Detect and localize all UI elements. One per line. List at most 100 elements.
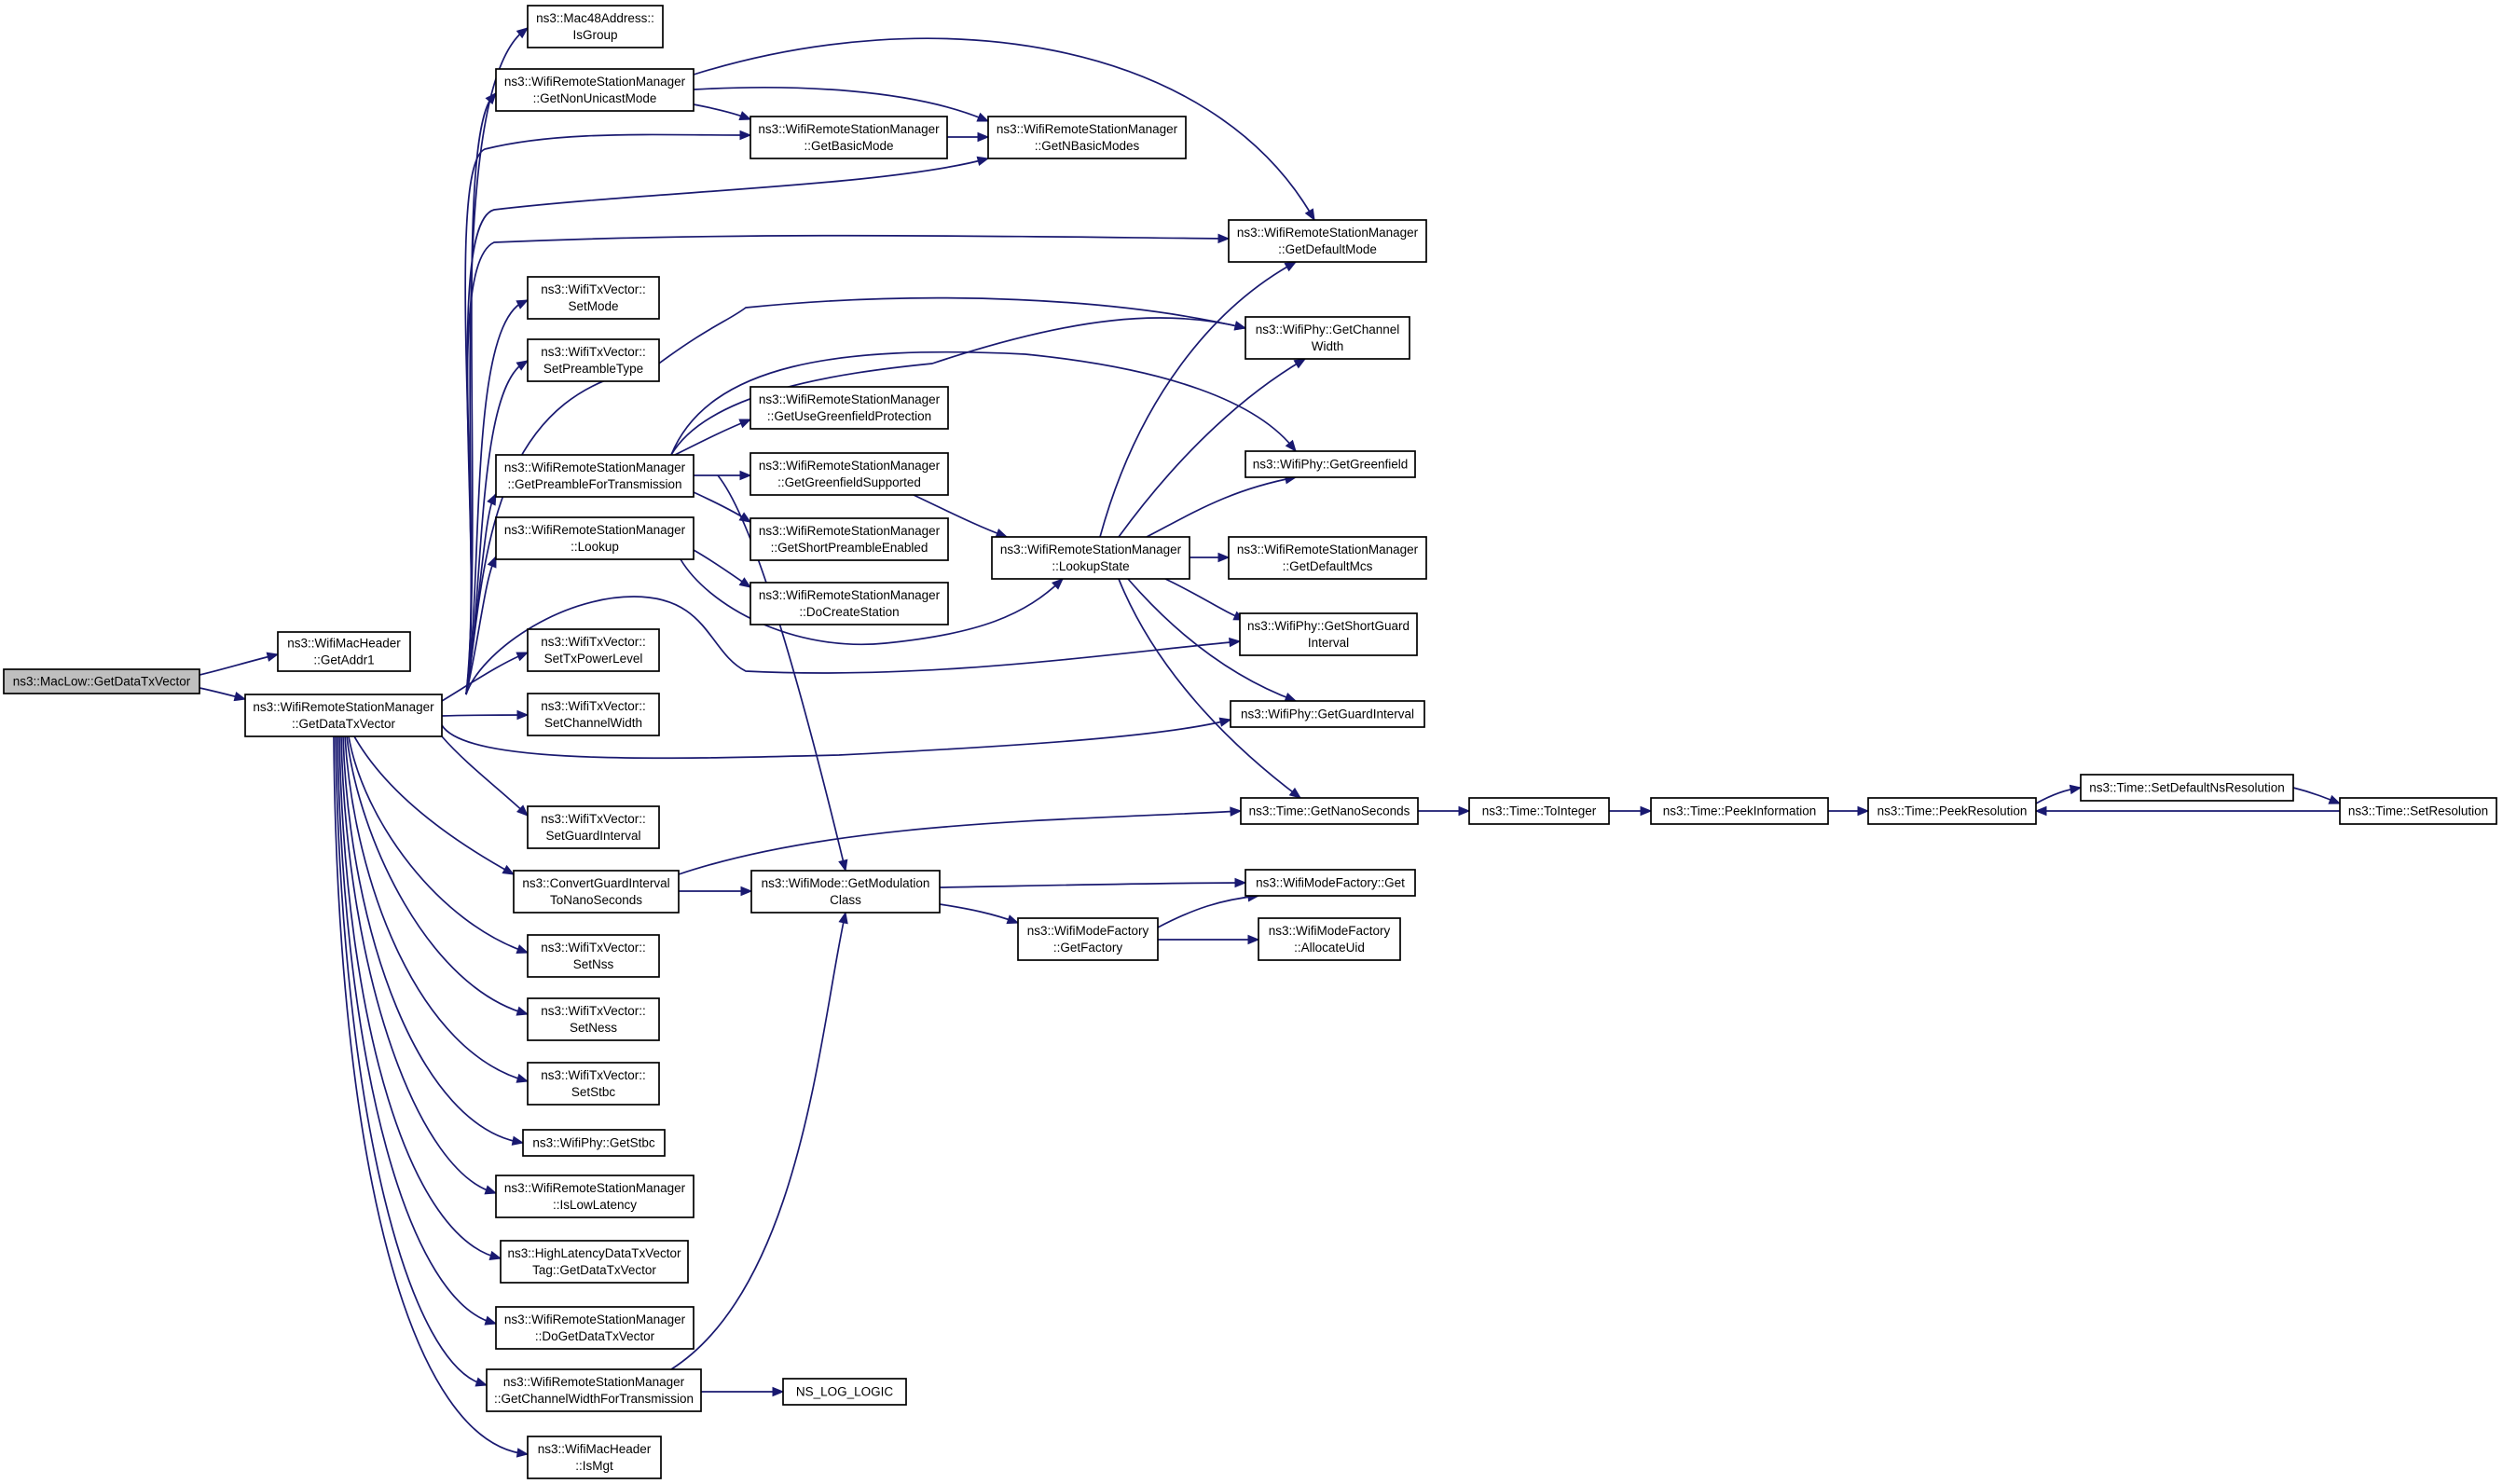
node-rsm-lookupstate[interactable]: ns3::WifiRemoteStationManager::LookupSta… xyxy=(991,536,1190,580)
edge-rsm_getpreamblefortransmission-to-rsm_getgreenfieldsupported xyxy=(694,470,752,481)
node-label-line: ns3::WifiTxVector:: xyxy=(541,345,646,359)
edge-time_getnanoseconds-to-time_tointeger xyxy=(1418,805,1471,817)
node-phy-getchannelwidth[interactable]: ns3::WifiPhy::GetChannelWidth xyxy=(1245,316,1410,360)
node-label-line: ns3::WifiRemoteStationManager xyxy=(504,75,686,89)
arrowhead-icon xyxy=(739,130,752,141)
edge-line xyxy=(465,296,1246,695)
node-label-line: ns3::WifiRemoteStationManager xyxy=(503,1375,685,1389)
node-root[interactable]: ns3::MacLow::GetDataTxVector xyxy=(3,668,200,694)
edge-rsm_getpreamblefortransmission-to-rsm_getusegreenfieldprotection xyxy=(674,419,752,456)
node-label-line: ns3::WifiRemoteStationManager xyxy=(504,523,686,537)
node-modefactory-get[interactable]: ns3::WifiModeFactory::Get xyxy=(1245,869,1416,897)
node-time-peekresolution[interactable]: ns3::Time::PeekResolution xyxy=(1867,797,2037,825)
node-txv-setmode[interactable]: ns3::WifiTxVector::SetMode xyxy=(527,276,660,320)
node-rsm-getshortpreambleenabled[interactable]: ns3::WifiRemoteStationManager::GetShortP… xyxy=(750,517,949,561)
node-txv-setness[interactable]: ns3::WifiTxVector::SetNess xyxy=(527,997,660,1041)
node-phy-getguardinterval[interactable]: ns3::WifiPhy::GetGuardInterval xyxy=(1230,700,1425,728)
node-rsm-docreatestation[interactable]: ns3::WifiRemoteStationManager::DoCreateS… xyxy=(750,582,949,625)
edge-line xyxy=(342,735,524,1144)
arrowhead-icon xyxy=(995,529,1009,538)
node-rsm-getusegreenfieldprotection[interactable]: ns3::WifiRemoteStationManager::GetUseGre… xyxy=(750,386,949,430)
edge-rsm_getdatatxvector-to-rsm_getbasicmode xyxy=(464,130,752,695)
arrowhead-icon xyxy=(838,859,848,873)
node-txv-setchannelwidth[interactable]: ns3::WifiTxVector::SetChannelWidth xyxy=(527,693,660,736)
node-label-line: ns3::WifiTxVector:: xyxy=(541,941,646,955)
node-rsm-getnbasicmodes[interactable]: ns3::WifiRemoteStationManager::GetNBasic… xyxy=(987,116,1187,159)
node-label-line: ::GetUseGreenfieldProtection xyxy=(767,409,931,423)
node-time-setresolution[interactable]: ns3::Time::SetResolution xyxy=(2339,797,2497,825)
node-box xyxy=(782,1378,907,1406)
node-txv-setguardinterval[interactable]: ns3::WifiTxVector::SetGuardInterval xyxy=(527,805,660,849)
node-label-line: ns3::WifiRemoteStationManager xyxy=(997,122,1178,136)
node-box xyxy=(486,1368,702,1412)
node-txv-setpreambletype[interactable]: ns3::WifiTxVector::SetPreambleType xyxy=(527,338,660,382)
arrowhead-icon xyxy=(484,1315,498,1326)
edge-rsm_getchannelwidthfortransmission-to-mode_getmodulationclass xyxy=(670,911,848,1370)
node-box xyxy=(527,628,660,672)
node-rsm-getdatatxvector[interactable]: ns3::WifiRemoteStationManager::GetDataTx… xyxy=(244,694,443,737)
node-rsm-getdefaultmcs[interactable]: ns3::WifiRemoteStationManager::GetDefaul… xyxy=(1228,536,1427,580)
node-label-line: ::GetDataTxVector xyxy=(292,717,396,731)
edge-rsm_getdatatxvector-to-phy_getguardinterval xyxy=(441,717,1232,760)
node-time-setdefaultnsresolution[interactable]: ns3::Time::SetDefaultNsResolution xyxy=(2080,774,2294,802)
node-label-line: ns3::WifiRemoteStationManager xyxy=(759,524,941,538)
node-box xyxy=(750,116,948,159)
edge-convertguardinterval-to-time_getnanoseconds xyxy=(678,806,1243,875)
edge-rsm_getbasicmode-to-rsm_getnbasicmodes xyxy=(946,131,990,143)
node-time-tointeger[interactable]: ns3::Time::ToInteger xyxy=(1468,797,1610,825)
node-hdr-ismgt[interactable]: ns3::WifiMacHeader::IsMgt xyxy=(527,1436,662,1479)
node-highlatency-getdatatxvector[interactable]: ns3::HighLatencyDataTxVectorTag::GetData… xyxy=(500,1240,689,1284)
node-rsm-dogetdatatxvector[interactable]: ns3::WifiRemoteStationManager::DoGetData… xyxy=(495,1306,695,1350)
arrowhead-icon xyxy=(976,112,990,122)
node-rsm-getgreenfieldsupported[interactable]: ns3::WifiRemoteStationManager::GetGreenf… xyxy=(750,452,949,496)
node-modefactory-getfactory[interactable]: ns3::WifiModeFactory::GetFactory xyxy=(1017,917,1159,961)
node-modefactory-allocateuid[interactable]: ns3::WifiModeFactory::AllocateUid xyxy=(1258,917,1401,961)
node-hdr-getaddr1[interactable]: ns3::WifiMacHeader::GetAddr1 xyxy=(277,631,411,672)
node-rsm-getpreamblefortransmission[interactable]: ns3::WifiRemoteStationManager::GetPreamb… xyxy=(495,454,695,498)
node-txv-setstbc[interactable]: ns3::WifiTxVector::SetStbc xyxy=(527,1062,660,1106)
arrowhead-icon xyxy=(1234,877,1247,888)
node-box xyxy=(1230,700,1425,728)
node-txv-setnss[interactable]: ns3::WifiTxVector::SetNss xyxy=(527,934,660,978)
node-box xyxy=(987,116,1187,159)
node-box xyxy=(1228,536,1427,580)
edge-rsm_getdatatxvector-to-txv_setchannelwidth xyxy=(441,709,529,721)
node-box xyxy=(1240,797,1419,825)
node-box xyxy=(495,1175,695,1218)
node-box xyxy=(1650,797,1829,825)
edge-rsm_getdatatxvector-to-convertguardinterval xyxy=(353,735,516,875)
node-rsm-lookup[interactable]: ns3::WifiRemoteStationManager::Lookup xyxy=(495,516,695,560)
node-mac48-isgroup[interactable]: ns3::Mac48Address::IsGroup xyxy=(527,5,664,48)
arrowhead-icon xyxy=(1229,637,1242,648)
node-phy-getstbc[interactable]: ns3::WifiPhy::GetStbc xyxy=(522,1129,666,1157)
arrowhead-icon xyxy=(1217,233,1231,244)
edge-rsm_getdatatxvector-to-txv_setnss xyxy=(348,735,529,955)
node-rsm-getdefaultmode[interactable]: ns3::WifiRemoteStationManager::GetDefaul… xyxy=(1228,219,1427,263)
node-rsm-islowlatency[interactable]: ns3::WifiRemoteStationManager::IsLowLate… xyxy=(495,1175,695,1218)
node-label-line: ns3::WifiRemoteStationManager xyxy=(504,460,686,474)
edge-line xyxy=(670,912,846,1370)
node-box xyxy=(500,1240,689,1284)
node-time-peekinformation[interactable]: ns3::Time::PeekInformation xyxy=(1650,797,1829,825)
node-rsm-getbasicmode[interactable]: ns3::WifiRemoteStationManager::GetBasicM… xyxy=(750,116,948,159)
node-box xyxy=(495,1306,695,1350)
node-rsm-getnonunicastmode[interactable]: ns3::WifiRemoteStationManager::GetNonUni… xyxy=(495,68,695,112)
arrowhead-icon xyxy=(2069,784,2083,795)
arrowhead-icon xyxy=(516,1073,529,1083)
node-label-line: ::AllocateUid xyxy=(1294,941,1365,955)
node-label-line: ns3::WifiModeFactory xyxy=(1027,924,1149,938)
node-label-line: NS_LOG_LOGIC xyxy=(796,1385,894,1399)
node-rsm-getchannelwidthfortransmission[interactable]: ns3::WifiRemoteStationManager::GetChanne… xyxy=(486,1368,702,1412)
arrowhead-icon xyxy=(1006,914,1020,925)
node-label-line: ::Lookup xyxy=(571,540,619,554)
edge-rsm_getdatatxvector-to-rsm_lookup xyxy=(465,555,497,695)
edge-rsm_getdatatxvector-to-rsm_getpreamblefortransmission xyxy=(465,492,497,695)
node-ns-log-logic[interactable]: NS_LOG_LOGIC xyxy=(782,1378,907,1406)
node-txv-settxpowerlevel[interactable]: ns3::WifiTxVector::SetTxPowerLevel xyxy=(527,628,660,672)
node-time-getnanoseconds[interactable]: ns3::Time::GetNanoSeconds xyxy=(1240,797,1419,825)
node-phy-getgreenfield[interactable]: ns3::WifiPhy::GetGreenfield xyxy=(1245,450,1416,478)
node-label-line: ns3::WifiTxVector:: xyxy=(541,282,646,296)
